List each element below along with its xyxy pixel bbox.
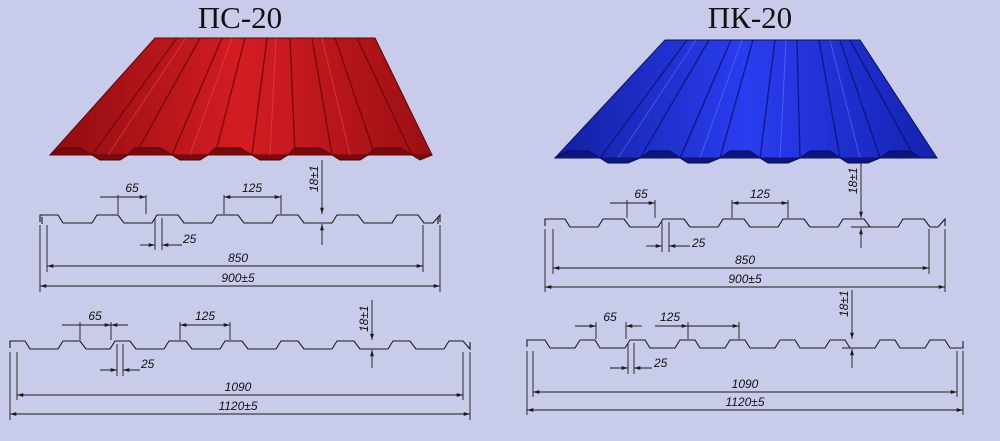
profile-bottom-pk20: 65 125 18±1 25 1090 [526, 290, 964, 415]
dim-small: 25 [140, 357, 155, 371]
dim-rib1: 65 [603, 310, 617, 324]
sheet-illustration-blue [553, 39, 938, 164]
profile-bottom-ps20: 65 125 18±1 25 1090 112 [9, 300, 471, 420]
dim-rib2: 125 [660, 310, 680, 324]
dim-rib2: 125 [750, 187, 770, 201]
dim-rib1: 65 [88, 309, 102, 323]
dim-total: 900±5 [221, 271, 255, 285]
dim-small: 25 [653, 356, 668, 370]
panel-ps20: ПС-20 [9, 0, 471, 420]
dim-total: 1120±5 [218, 399, 257, 413]
dim-rib2: 125 [195, 309, 215, 323]
panel-title: ПС-20 [198, 0, 282, 35]
dim-useful: 1090 [225, 380, 252, 394]
dim-useful: 850 [228, 251, 248, 265]
sheet-illustration-red [48, 37, 433, 161]
profile-top-ps20: 65 125 18±1 25 850 900± [39, 160, 441, 292]
dim-height: 18±1 [846, 167, 860, 194]
dim-total: 900±5 [728, 272, 762, 286]
dim-height: 18±1 [837, 290, 851, 317]
dim-rib2: 125 [242, 181, 262, 195]
dim-useful: 1090 [732, 377, 759, 391]
panel-pk20: ПК-20 [526, 0, 964, 415]
dim-height: 18±1 [307, 165, 321, 192]
dim-small: 25 [182, 232, 197, 246]
dim-total: 1120±5 [725, 395, 764, 409]
dim-small: 25 [691, 236, 706, 250]
dim-rib1: 65 [125, 181, 139, 195]
dim-useful: 850 [735, 253, 755, 267]
panel-title: ПК-20 [708, 0, 792, 35]
profile-top-pk20: 65 125 18±1 25 850 900± [544, 163, 946, 292]
dim-rib1: 65 [634, 187, 648, 201]
dim-height: 18±1 [357, 305, 371, 332]
